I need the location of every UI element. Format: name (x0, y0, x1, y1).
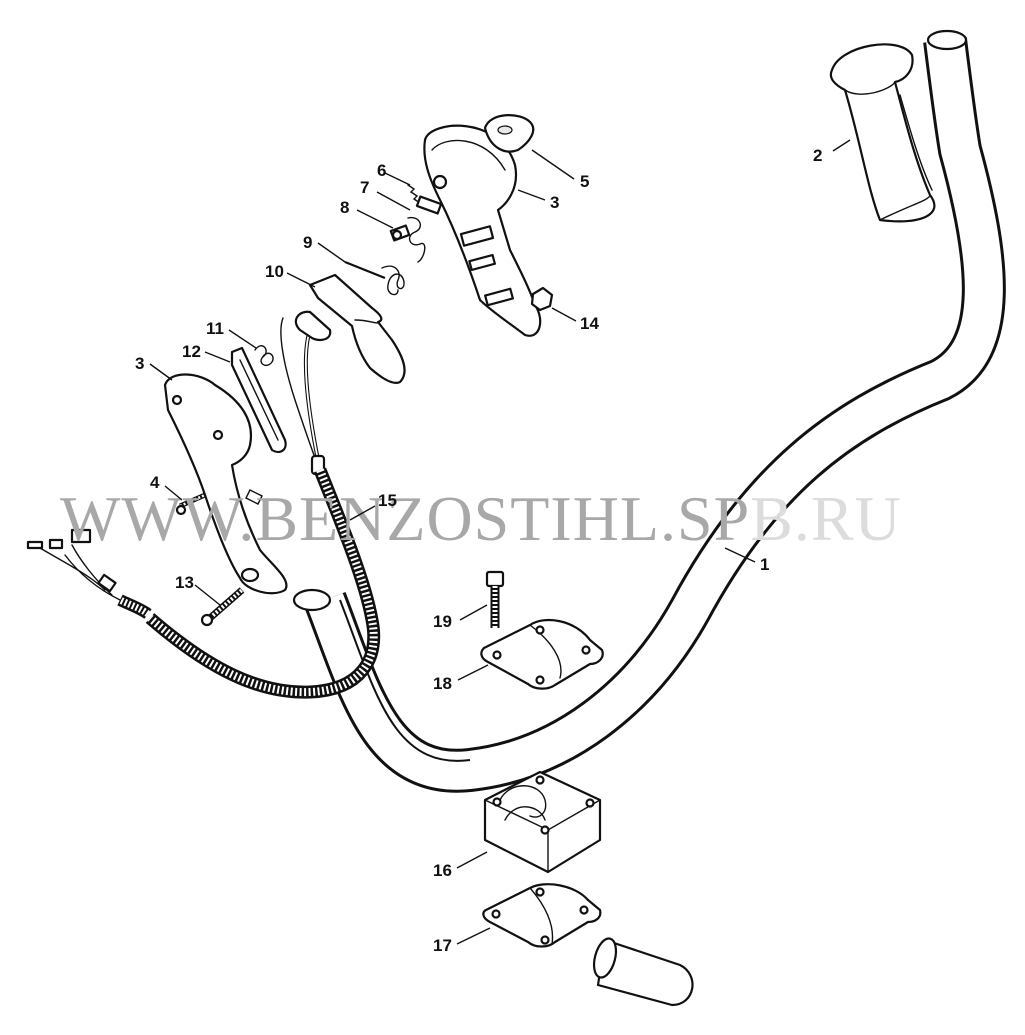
control-handle-housing-left (163, 373, 288, 595)
callout-12: 12 (182, 342, 201, 361)
callout-3-left-housing: 3 (135, 354, 144, 373)
watermark: WWW.BENZOSTIHL.SPB.RU (60, 483, 902, 554)
lower-clamp-17 (482, 883, 602, 948)
leader-lines (149, 139, 851, 945)
spring-11 (254, 345, 274, 366)
clamp-base-16 (483, 770, 602, 874)
callout-17: 17 (433, 936, 452, 955)
control-handle-housing-right (423, 124, 542, 337)
callout-4: 4 (150, 473, 160, 492)
callout-3-housing: 3 (550, 193, 559, 212)
watermark-light-part: B.RU (750, 483, 902, 554)
screw-7 (389, 224, 411, 242)
callout-2: 2 (813, 146, 822, 165)
tube-stub (592, 937, 694, 1007)
lock-knob (483, 114, 535, 153)
callout-9: 9 (303, 233, 312, 252)
callout-16: 16 (433, 861, 452, 880)
callout-5: 5 (580, 172, 589, 191)
throttle-trigger (308, 273, 406, 384)
small-spring-6 (407, 184, 443, 215)
watermark-dark-part: WWW.BENZOSTIHL.SP (60, 483, 750, 554)
callout-19: 19 (433, 612, 452, 631)
torsion-spring-8 (407, 216, 426, 263)
callout-15: 15 (378, 491, 397, 510)
callout-1: 1 (760, 555, 769, 574)
callout-7: 7 (360, 178, 369, 197)
handlebar-tube (292, 29, 1006, 793)
tube-end-left (292, 588, 332, 612)
callout-14: 14 (580, 314, 599, 333)
screw-4 (175, 492, 207, 516)
lock-lever-12 (230, 346, 287, 454)
callout-labels: 1 2 3 3 4 5 6 7 8 9 10 11 12 13 14 15 16… (135, 146, 822, 955)
callout-6: 6 (377, 161, 386, 180)
upper-clamp-18 (480, 618, 604, 690)
nut-14 (530, 286, 554, 312)
callout-10: 10 (265, 262, 284, 281)
grip-sleeve (829, 43, 936, 223)
tube-end-top (926, 29, 968, 51)
screw-13 (200, 587, 245, 627)
callout-8: 8 (340, 198, 349, 217)
callout-18: 18 (433, 674, 452, 693)
spring-rod-9 (344, 260, 405, 296)
throttle-cable (26, 310, 381, 699)
callout-13: 13 (175, 573, 194, 592)
callout-11: 11 (206, 319, 224, 338)
screw-19 (485, 570, 505, 628)
